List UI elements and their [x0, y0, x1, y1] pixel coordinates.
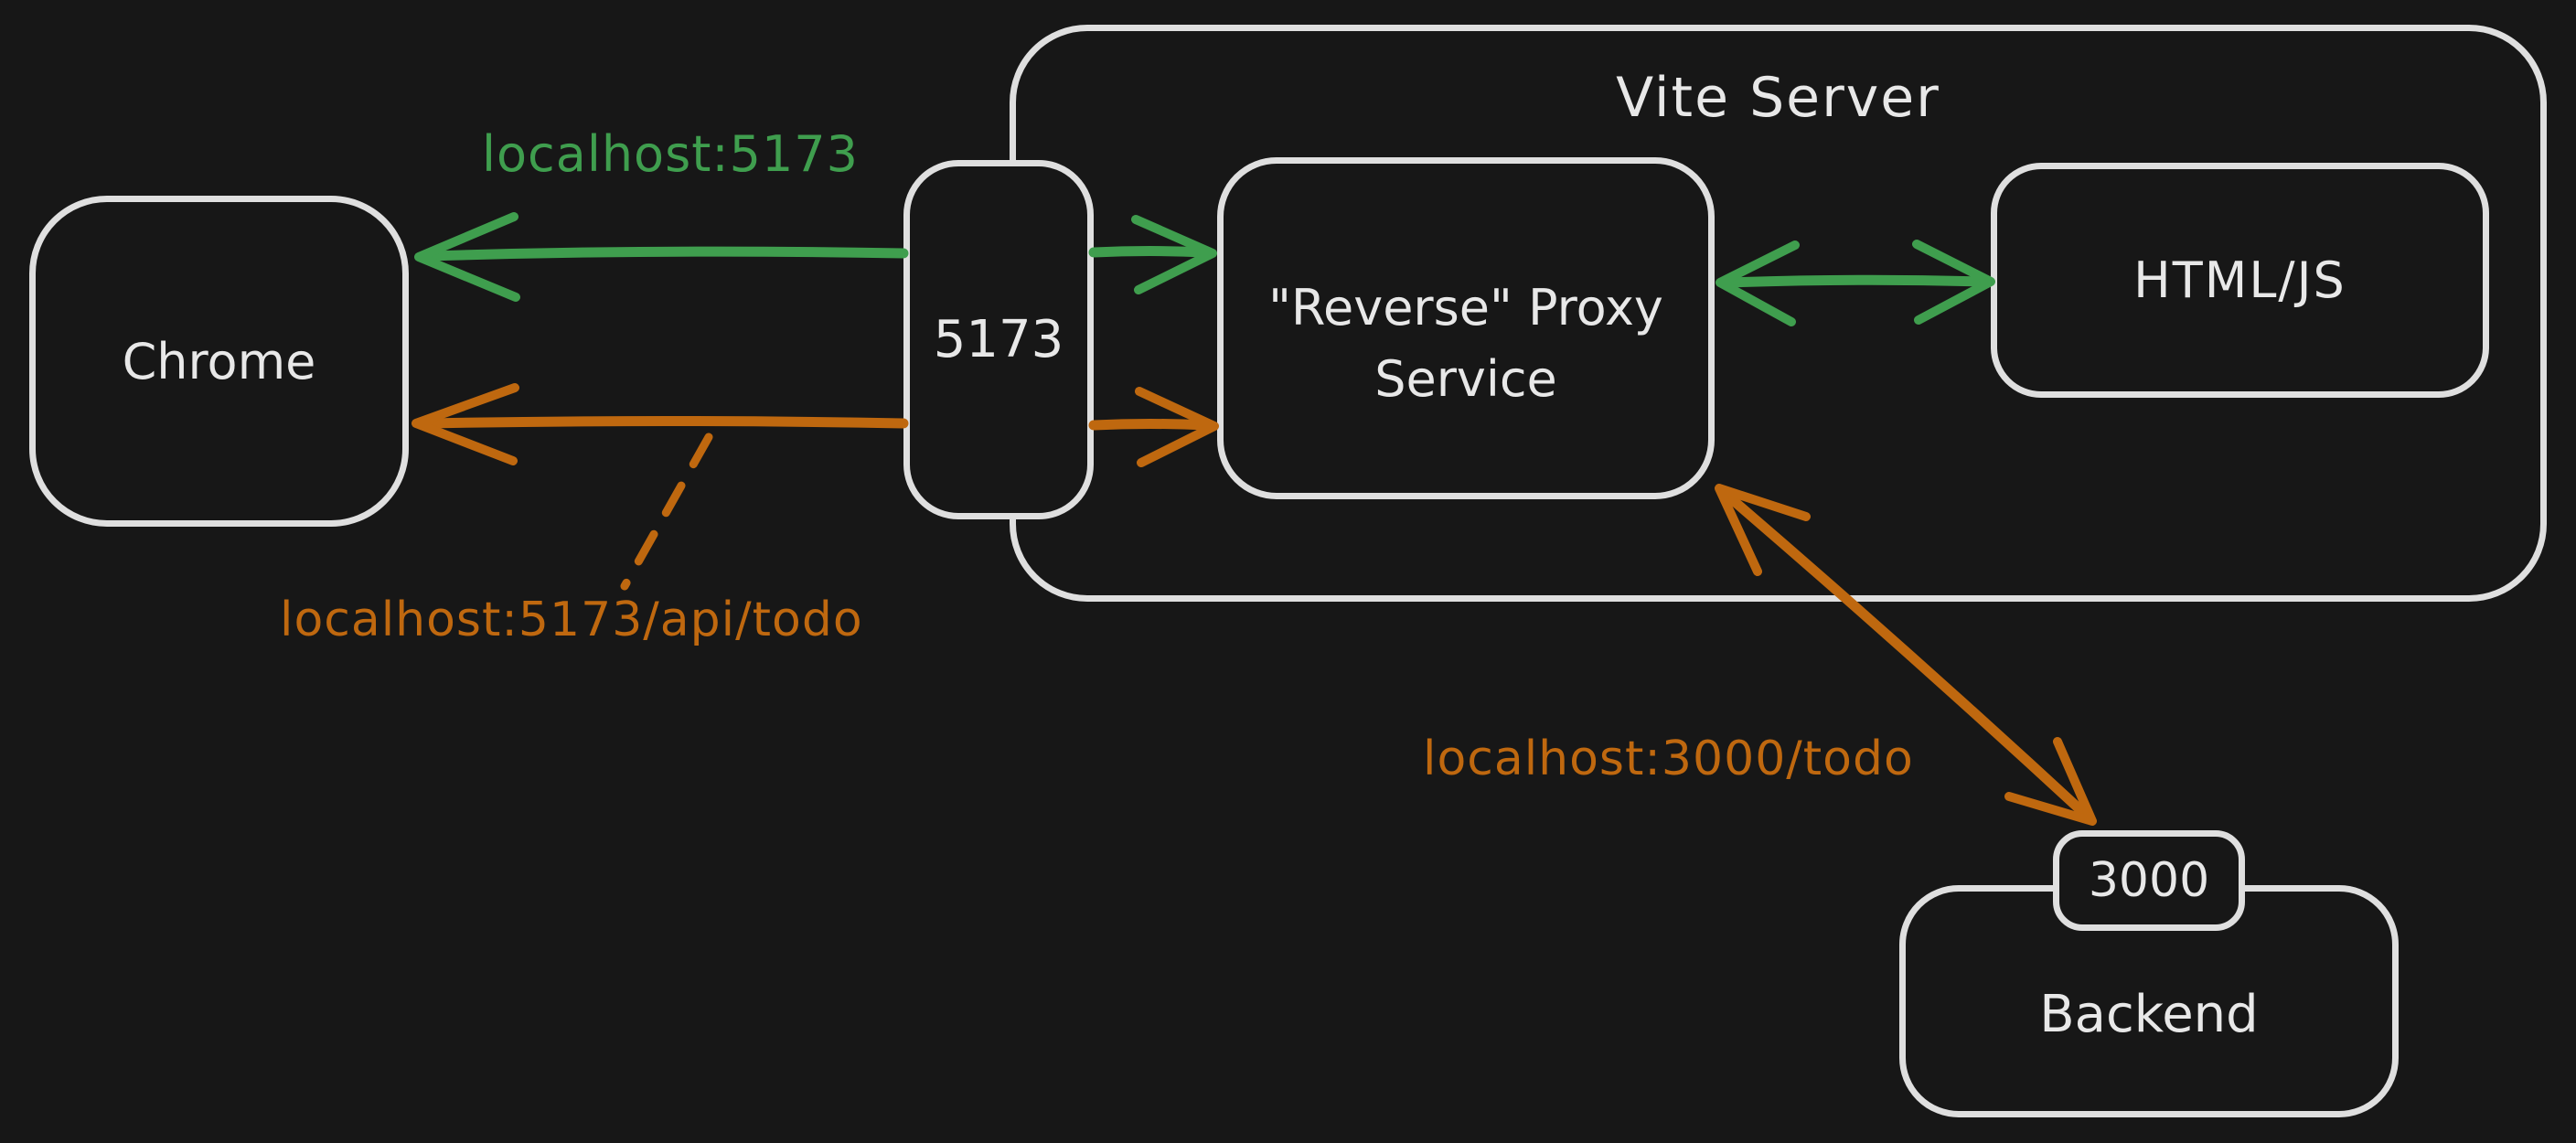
- node-port-3000-label: 3000: [2088, 853, 2210, 908]
- node-chrome: Chrome: [29, 196, 409, 527]
- node-chrome-label: Chrome: [122, 332, 316, 390]
- node-port-5173-label: 5173: [933, 310, 1064, 369]
- node-port-5173: 5173: [903, 160, 1094, 519]
- node-reverse-proxy-label: "Reverse" Proxy Service: [1268, 278, 1663, 408]
- node-port-3000: 3000: [2053, 830, 2245, 931]
- label-localhost-3000-todo: localhost:3000/todo: [1423, 732, 1914, 786]
- label-localhost-5173: localhost:5173: [482, 125, 860, 183]
- node-backend-label: Backend: [2039, 984, 2259, 1044]
- node-html-js: HTML/JS: [1991, 163, 2489, 398]
- label-localhost-5173-api-todo: localhost:5173/api/todo: [280, 593, 863, 647]
- dashed-leader-api-label: [620, 433, 713, 591]
- node-html-js-label: HTML/JS: [2133, 251, 2346, 309]
- arrow-green-5173-to-chrome: [414, 212, 909, 302]
- node-reverse-proxy: "Reverse" Proxy Service: [1217, 157, 1715, 499]
- vite-server-title: Vite Server: [1616, 66, 1940, 130]
- arrow-orange-5173-to-chrome: [412, 383, 909, 465]
